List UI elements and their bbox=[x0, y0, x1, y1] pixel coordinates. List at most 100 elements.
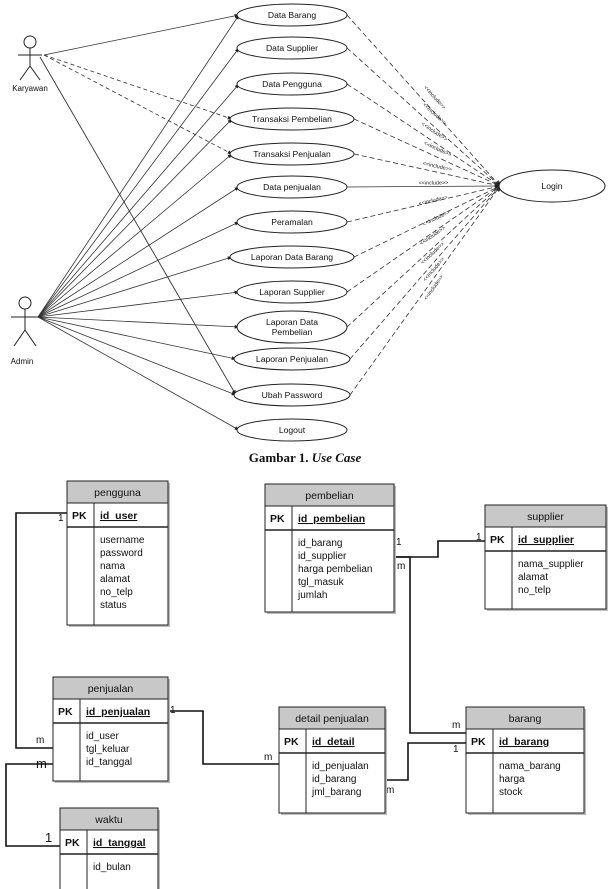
actor-admin[interactable]: Admin bbox=[11, 296, 39, 366]
include-laporan-supplier bbox=[346, 186, 500, 293]
use-case-label: Logout bbox=[279, 425, 306, 435]
assoc-admin-data-supplier bbox=[37, 47, 240, 318]
entity-title: penjualan bbox=[88, 683, 134, 695]
entity-title: pembelian bbox=[305, 490, 354, 502]
entity-attribute: password bbox=[100, 548, 143, 559]
card-penjualan-many-user: m bbox=[36, 735, 44, 746]
use-case-caption-title: Use Case bbox=[312, 450, 362, 465]
use-case-label: Ubah Password bbox=[262, 390, 323, 400]
pk-field: id_supplier bbox=[518, 534, 574, 546]
entity-attribute: harga pembelian bbox=[298, 564, 373, 575]
entity-attribute: id_bulan bbox=[93, 862, 131, 873]
rel-pembelian-barang bbox=[395, 556, 466, 734]
assoc-admin-peramalan bbox=[37, 221, 240, 318]
entity-attribute: no_telp bbox=[518, 585, 551, 596]
actor-karyawan[interactable]: Karyawan bbox=[12, 35, 48, 93]
pk-field: id_user bbox=[100, 510, 137, 522]
card-barang-one: 1 bbox=[453, 744, 459, 755]
include-peramalan bbox=[346, 186, 500, 223]
pk-field: id_barang bbox=[499, 736, 549, 748]
actor-admin-label: Admin bbox=[11, 357, 34, 366]
card-supplier-one: 1 bbox=[476, 532, 482, 543]
rel-pembelian-supplier bbox=[395, 540, 485, 558]
include-data-penjualan bbox=[346, 186, 500, 187]
entity-title: barang bbox=[509, 713, 542, 725]
assoc-admin-laporan-data-barang bbox=[37, 256, 233, 318]
use-case-laporan-data-barang[interactable]: Laporan Data Barang bbox=[229, 245, 355, 269]
card-pembelian-one: 1 bbox=[396, 537, 402, 548]
card-pengguna-one: 1 bbox=[58, 513, 64, 524]
use-case-label: Transaksi Penjualan bbox=[253, 149, 331, 159]
entity-attribute: harga bbox=[499, 774, 525, 785]
entity-attribute: no_telp bbox=[100, 587, 133, 598]
cardinality-labels: 1 m m 1 m 1 1 m 1 m 1 m bbox=[36, 513, 482, 845]
entity-attribute: status bbox=[100, 600, 127, 611]
entity-attribute: nama bbox=[100, 561, 125, 572]
pk-label: PK bbox=[72, 510, 87, 522]
entity-title: waktu bbox=[94, 814, 123, 826]
card-waktu-one: 1 bbox=[45, 830, 52, 845]
use-case-logout[interactable]: Logout bbox=[236, 418, 348, 442]
actor-association-lines bbox=[37, 13, 240, 431]
use-case-transaksi-pembelian[interactable]: Transaksi Pembelian bbox=[229, 107, 355, 131]
include-laporan-data-pembelian bbox=[346, 186, 500, 328]
pk-field: id_pembelian bbox=[298, 513, 365, 525]
use-case-label: Laporan Supplier bbox=[259, 287, 325, 297]
card-detail-many-barang: m bbox=[386, 785, 394, 796]
use-case-data-supplier[interactable]: Data Supplier bbox=[236, 36, 348, 60]
pk-field: id_tanggal bbox=[93, 837, 146, 849]
relationship-lines bbox=[5, 512, 485, 847]
use-case-peramalan[interactable]: Peramalan bbox=[236, 210, 348, 234]
assoc-admin-laporan-penjualan bbox=[37, 316, 237, 360]
entity-attribute: alamat bbox=[518, 572, 548, 583]
assoc-admin-logout bbox=[37, 316, 240, 431]
assoc-admin-ubah-password bbox=[37, 316, 237, 396]
include-label-data-penjualan: <<include>> bbox=[419, 180, 449, 186]
use-case-login[interactable]: Login bbox=[498, 169, 606, 203]
include-laporan-penjualan bbox=[349, 186, 500, 360]
use-case-transaksi-penjualan[interactable]: Transaksi Penjualan bbox=[229, 142, 355, 166]
entity-attribute: nama_supplier bbox=[518, 559, 584, 570]
use-case-label: Laporan Data Barang bbox=[251, 252, 333, 262]
assoc-karyawan bbox=[43, 54, 233, 155]
entity-attribute: id_user bbox=[86, 731, 119, 742]
pk-label: PK bbox=[58, 706, 73, 718]
entity-attribute: username bbox=[100, 535, 145, 546]
entity-title: pengguna bbox=[94, 487, 141, 499]
rel-barang-detail bbox=[385, 742, 466, 781]
use-case-label: Peramalan bbox=[271, 217, 313, 227]
use-case-laporan-supplier[interactable]: Laporan Supplier bbox=[236, 280, 348, 304]
use-case-label: Pembelian bbox=[272, 327, 313, 337]
include-ubah-password bbox=[349, 186, 500, 396]
use-case-caption: Gambar 1. Use Case bbox=[249, 450, 362, 465]
assoc-admin-data-penjualan bbox=[37, 186, 240, 318]
entity-attribute: id_tanggal bbox=[86, 757, 132, 768]
pk-label: PK bbox=[490, 534, 505, 546]
include-data-supplier bbox=[346, 47, 500, 186]
use-case-ubah-password[interactable]: Ubah Password bbox=[233, 383, 351, 407]
use-case-laporan-penjualan[interactable]: Laporan Penjualan bbox=[233, 347, 351, 371]
actor-karyawan-label: Karyawan bbox=[12, 84, 48, 93]
entity-attribute: tgl_masuk bbox=[298, 577, 345, 588]
pk-label: PK bbox=[471, 736, 486, 748]
use-case-data-penjualan[interactable]: Data penjualan bbox=[236, 175, 348, 199]
assoc-admin-laporan-supplier bbox=[37, 290, 240, 318]
entity-title: detail penjualan bbox=[295, 713, 369, 725]
use-case-data-pengguna[interactable]: Data Pengguna bbox=[236, 72, 348, 96]
use-case-caption-prefix: Gambar 1. bbox=[249, 450, 309, 465]
include-data-pengguna bbox=[346, 83, 500, 186]
include-data-barang bbox=[346, 14, 500, 186]
use-case-data-barang[interactable]: Data Barang bbox=[236, 3, 348, 27]
assoc-admin-transaksi-pembelian bbox=[37, 118, 233, 318]
pk-label: PK bbox=[284, 736, 299, 748]
